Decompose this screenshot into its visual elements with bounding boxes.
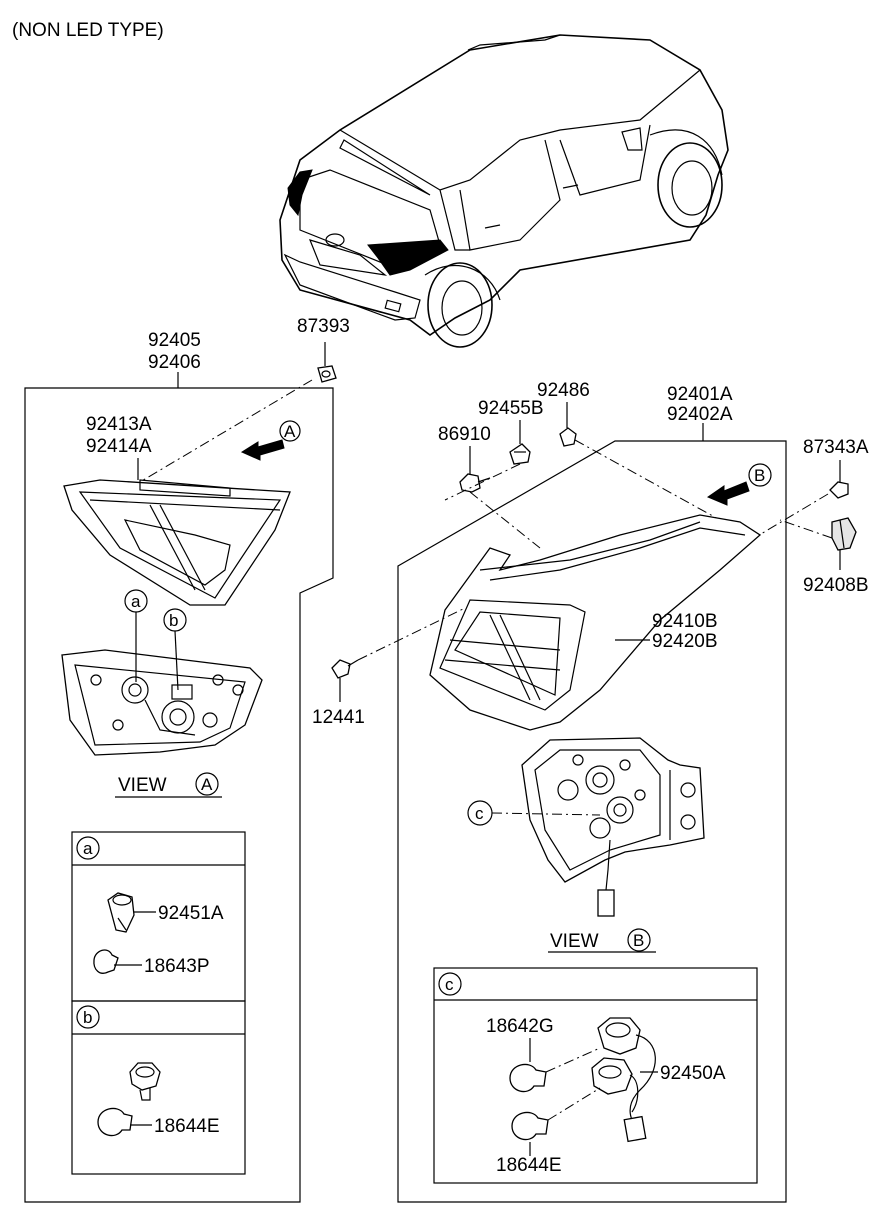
label-92401a: 92401A [667,384,733,405]
callout-c: c [475,804,484,823]
view-a-housing [61,649,263,756]
view-b-letter: B [633,931,644,950]
label-92455b: 92455B [478,398,544,419]
clip-92408b [831,517,857,551]
label-92405: 92405 [148,330,201,351]
callout-b: b [169,611,178,630]
box-c-title: c [445,975,454,994]
bulb-18643p [93,949,119,974]
arrow-a-icon [240,439,285,461]
detail-box-c [433,967,758,1184]
box-a-title: a [83,839,93,858]
label-92451a: 92451A [158,903,224,924]
label-18643p: 18643P [144,956,210,977]
grommet-92455b [509,443,531,465]
arrow-b-icon [706,481,750,506]
bulb-18644e-c [511,1111,549,1141]
view-a-text: VIEW [118,775,167,796]
label-92450a: 92450A [660,1063,726,1084]
socket-harness-92450a [591,1017,656,1143]
label-18644e-c: 18644E [496,1155,562,1176]
arrow-b-letter: B [754,466,765,485]
bulb-18644e-b [97,1107,133,1137]
label-92414a: 92414A [86,436,152,457]
inner-lamp-assembly-box [24,372,334,1203]
inner-lamp-lens [63,479,291,606]
rear-combination-lamp-box [397,423,787,1203]
screw-12441 [331,659,359,679]
label-92408b: 92408B [803,575,869,596]
rear-lamp-lens [429,514,762,731]
socket-b [129,1062,161,1101]
box-b-title: b [83,1008,92,1027]
screw-86910 [459,473,491,493]
label-92420b: 92420B [652,631,718,652]
non-led-type-note: (NON LED TYPE) [12,20,164,41]
label-18642g: 18642G [486,1016,554,1037]
label-92413a: 92413A [86,414,152,435]
label-18644e-b: 18644E [154,1116,220,1137]
nut-87393 [317,365,337,383]
callout-a: a [131,592,141,611]
view-a-letter: A [201,775,213,794]
label-87393: 87393 [297,316,350,337]
label-86910: 86910 [438,424,491,445]
car-illustration [279,34,729,348]
arrow-a-letter: A [284,422,296,441]
bulb-18642g [509,1063,547,1093]
label-12441: 12441 [312,707,365,728]
socket-92451a [107,892,135,933]
grommet-92486 [559,427,577,447]
label-92406: 92406 [148,352,201,373]
label-92486: 92486 [537,380,590,401]
view-b-housing [521,737,705,917]
label-87343a: 87343A [803,437,869,458]
detail-box-b [71,1000,246,1175]
screw-87343a [829,481,849,499]
view-b-text: VIEW [550,931,599,952]
label-92402a: 92402A [667,404,733,425]
label-92410b: 92410B [652,611,718,632]
